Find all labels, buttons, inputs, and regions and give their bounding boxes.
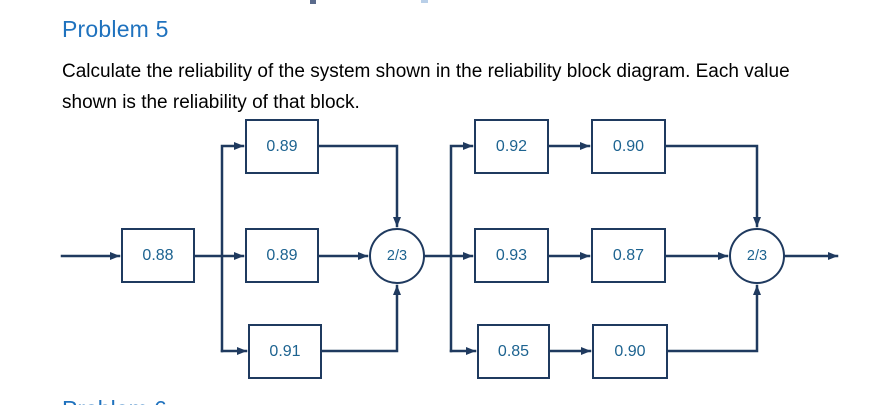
rbd-block-stage3-top-092: 0.92 xyxy=(474,119,549,174)
rbd-block-stage3-mid-093: 0.93 xyxy=(474,228,549,283)
clipped-next-heading: Problem 6 xyxy=(62,398,167,405)
problem-statement: Calculate the reliability of the system … xyxy=(62,56,857,118)
block-value: 0.90 xyxy=(612,137,645,155)
block-value: 0.88 xyxy=(142,246,174,264)
connector-lines xyxy=(60,142,839,355)
block-value: 0.89 xyxy=(266,246,298,264)
connector-path xyxy=(664,144,761,228)
voter-label: 2/3 xyxy=(386,248,408,264)
rbd-block-stage3-mid-087: 0.87 xyxy=(591,228,666,283)
rbd-block-stage2-bottom-091: 0.91 xyxy=(248,324,322,379)
block-value: 0.85 xyxy=(497,342,530,360)
voter-label: 2/3 xyxy=(746,248,768,264)
connector-path xyxy=(320,284,401,353)
rbd-block-stage3-bottom-085: 0.85 xyxy=(477,324,550,379)
block-value: 0.87 xyxy=(612,246,645,264)
rbd-block-input-088: 0.88 xyxy=(121,228,195,283)
voter-node-stage2: 2/3 xyxy=(369,228,425,284)
rbd-block-stage2-top-089: 0.89 xyxy=(245,119,319,174)
block-value: 0.92 xyxy=(495,137,528,155)
clipped-text-fragment-right xyxy=(421,0,428,3)
block-value: 0.90 xyxy=(614,342,646,360)
clipped-text-fragment-left xyxy=(310,0,316,4)
problem-statement-line2: shown is the reliability of that block. xyxy=(62,92,360,113)
connector-path xyxy=(220,142,245,353)
rbd-block-stage3-top-090: 0.90 xyxy=(591,119,666,174)
connector-path xyxy=(449,142,474,353)
block-value: 0.91 xyxy=(269,342,301,360)
rbd-block-stage2-mid-089: 0.89 xyxy=(245,228,319,283)
block-value: 0.93 xyxy=(495,246,528,264)
problem-statement-line1: Calculate the reliability of the system … xyxy=(62,61,790,82)
block-value: 0.89 xyxy=(266,137,298,155)
problem-heading: Problem 5 xyxy=(62,16,169,42)
connector-path xyxy=(317,144,401,228)
voter-node-stage3: 2/3 xyxy=(729,228,785,284)
connector-path xyxy=(666,284,761,353)
rbd-block-stage3-bottom-090: 0.90 xyxy=(592,324,668,379)
